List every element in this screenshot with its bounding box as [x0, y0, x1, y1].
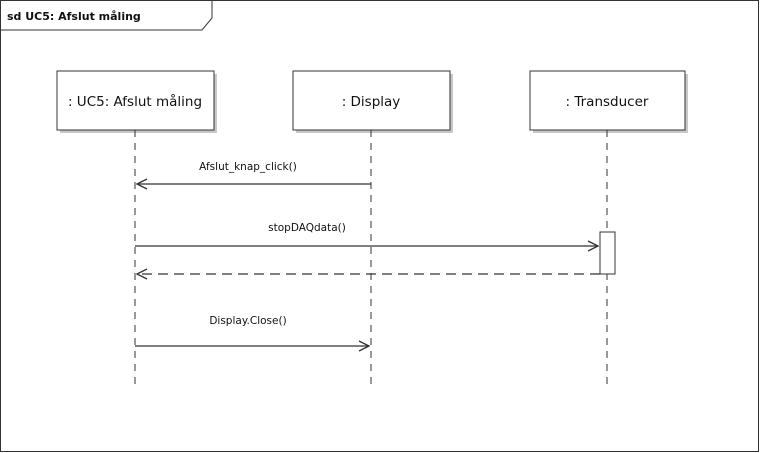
message-display-close-label: Display.Close() — [209, 315, 286, 327]
lifeline-display-label: : Display — [342, 94, 401, 110]
lifeline-transducer-box — [529, 70, 686, 131]
lifeline-uc5: : UC5: Afslut måling — [56, 70, 217, 388]
lifeline-display-box — [292, 70, 451, 131]
message-display-close: Display.Close() — [135, 315, 369, 346]
lifeline-transducer-label: : Transducer — [566, 94, 649, 110]
frame-title: sd UC5: Afslut måling — [7, 10, 141, 23]
frame-title-tab — [0, 0, 213, 31]
lifeline-transducer: : Transducer — [529, 70, 688, 388]
message-afslut-knap-click: Afslut_knap_click() — [137, 161, 371, 184]
message-stop-daq-data-label: stopDAQdata() — [268, 222, 346, 234]
message-afslut-knap-click-label: Afslut_knap_click() — [199, 161, 297, 173]
lifeline-display: : Display — [292, 70, 453, 388]
lifeline-uc5-box — [56, 70, 215, 131]
message-stop-daq-data: stopDAQdata() — [135, 222, 598, 246]
lifeline-uc5-label: : UC5: Afslut måling — [68, 93, 202, 110]
activation-transducer — [599, 231, 616, 275]
